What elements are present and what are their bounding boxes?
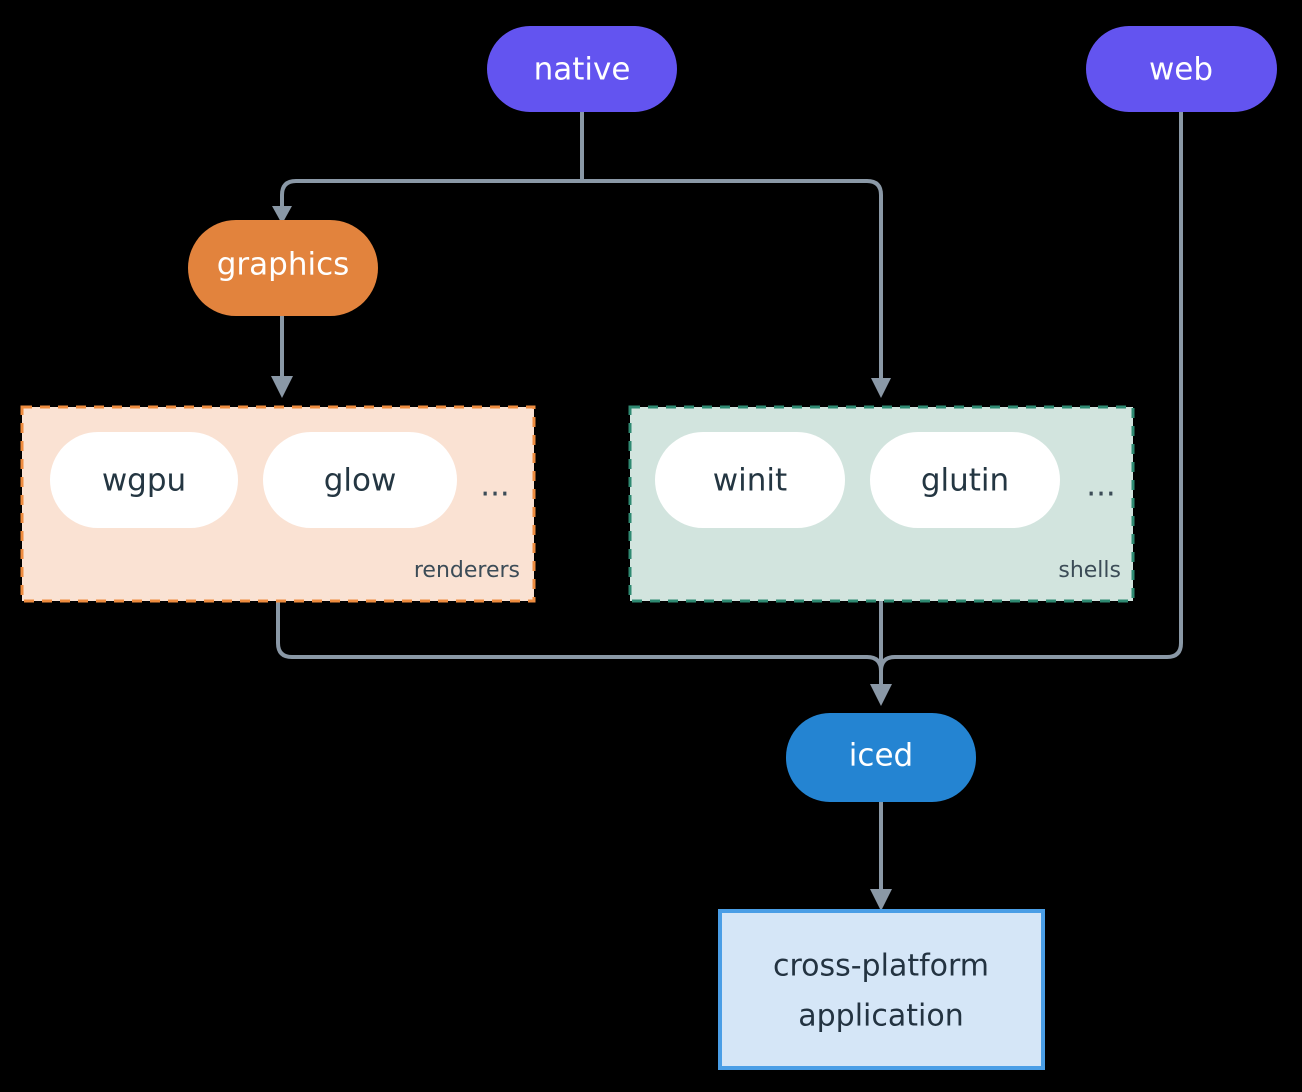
application-node-shape bbox=[718, 909, 1045, 1070]
graphics-node-label: graphics bbox=[217, 247, 350, 283]
graphics-node-shape bbox=[188, 220, 378, 316]
renderers-overflow-ellipsis: ... bbox=[480, 468, 510, 504]
renderers-group-title: renderers bbox=[414, 558, 520, 583]
arrowhead-native-graphics bbox=[272, 206, 292, 224]
edge-native-to-shells bbox=[580, 179, 883, 386]
renderer-label-glow: glow bbox=[324, 463, 397, 499]
native-node-shape bbox=[487, 26, 677, 112]
shells-group-title: shells bbox=[1058, 558, 1121, 583]
node-graphics[interactable]: graphics bbox=[188, 220, 378, 316]
group-shells[interactable]: winit glutin ... shells bbox=[628, 405, 1135, 603]
edge-native-to-graphics bbox=[280, 179, 584, 214]
web-node-label: web bbox=[1149, 52, 1213, 88]
edge-layer bbox=[271, 110, 1183, 911]
group-renderers[interactable]: wgpu glow ... renderers bbox=[20, 405, 536, 603]
iced-node-shape bbox=[786, 713, 976, 802]
shell-label-winit: winit bbox=[713, 463, 787, 499]
node-native[interactable]: native bbox=[487, 26, 677, 112]
shells-overflow-ellipsis: ... bbox=[1086, 468, 1116, 504]
shell-label-glutin: glutin bbox=[921, 463, 1009, 499]
shell-pill-winit[interactable] bbox=[655, 432, 845, 528]
node-iced[interactable]: iced bbox=[786, 713, 976, 802]
web-node-shape bbox=[1086, 26, 1277, 112]
edge-renderers-to-iced bbox=[276, 599, 883, 692]
edge-web-to-iced bbox=[879, 110, 1183, 692]
native-node-label: native bbox=[534, 52, 631, 88]
application-label-line-2: application bbox=[798, 999, 963, 1034]
application-label-line-1: cross-platform bbox=[773, 949, 989, 984]
node-application[interactable]: cross-platform application bbox=[718, 909, 1045, 1070]
shell-pill-glutin[interactable] bbox=[870, 432, 1060, 528]
arrowhead-graphics-renderers bbox=[271, 376, 293, 398]
iced-node-label: iced bbox=[849, 738, 913, 774]
renderer-label-wgpu: wgpu bbox=[102, 463, 186, 499]
renderer-pill-glow[interactable] bbox=[263, 432, 457, 528]
arrowhead-to-iced bbox=[870, 684, 892, 706]
arrowhead-native-shells bbox=[871, 378, 891, 398]
renderer-pill-wgpu[interactable] bbox=[50, 432, 238, 528]
arrowhead-iced-application bbox=[870, 889, 892, 911]
node-web[interactable]: web bbox=[1086, 26, 1277, 112]
